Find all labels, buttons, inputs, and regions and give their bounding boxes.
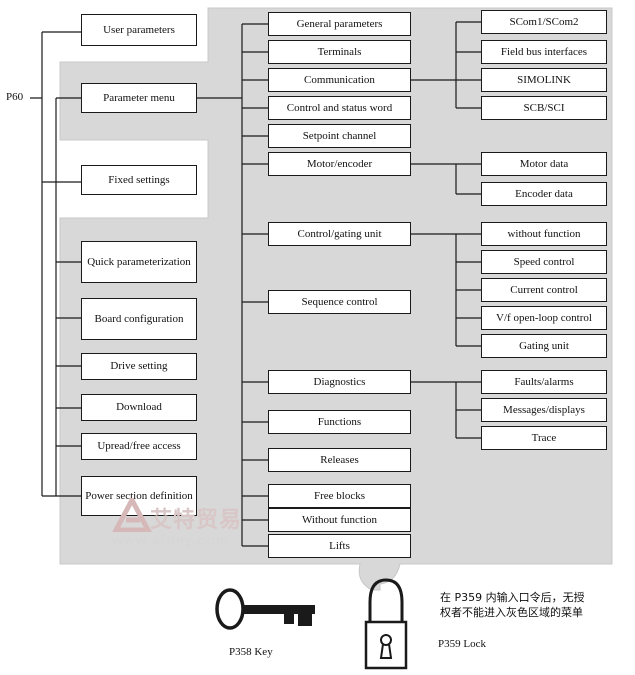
parameter-menu-box[interactable]: Parameter menu [81, 83, 197, 113]
vf-open-loop-control-box[interactable]: V/f open-loop control [481, 306, 607, 330]
terminals-box[interactable]: Terminals [268, 40, 411, 64]
releases-box[interactable]: Releases [268, 448, 411, 472]
motor-encoder-box[interactable]: Motor/encoder [268, 152, 411, 176]
lifts-box[interactable]: Lifts [268, 534, 411, 558]
watermark-url: www.aitmy.com [112, 532, 230, 548]
gating-unit-box[interactable]: Gating unit [481, 334, 607, 358]
simolink-box[interactable]: SIMOLINK [481, 68, 607, 92]
encoder-data-box[interactable]: Encoder data [481, 182, 607, 206]
watermark-logo-icon [112, 498, 152, 532]
scom-box[interactable]: SCom1/SCom2 [481, 10, 607, 34]
trace-box[interactable]: Trace [481, 426, 607, 450]
fixed-settings-box[interactable]: Fixed settings [81, 165, 197, 195]
without-function-box[interactable]: Without function [268, 508, 411, 532]
control-status-word-box[interactable]: Control and status word [268, 96, 411, 120]
speed-control-box[interactable]: Speed control [481, 250, 607, 274]
key-label: P358 Key [229, 646, 273, 658]
board-configuration-box[interactable]: Board configuration [81, 298, 197, 340]
quick-parameterization-box[interactable]: Quick parameterization [81, 241, 197, 283]
current-control-box[interactable]: Current control [481, 278, 607, 302]
lock-note: 在 P359 内输入口令后，无授权者不能进入灰色区域的菜单 [440, 591, 585, 619]
faults-alarms-box[interactable]: Faults/alarms [481, 370, 607, 394]
upread-free-access-box[interactable]: Upread/free access [81, 433, 197, 460]
sequence-control-box[interactable]: Sequence control [268, 290, 411, 314]
p60-label: P60 [6, 91, 24, 103]
download-box[interactable]: Download [81, 394, 197, 421]
key-icon [215, 588, 315, 630]
messages-displays-box[interactable]: Messages/displays [481, 398, 607, 422]
lock-icon [364, 578, 408, 670]
general-parameters-box[interactable]: General parameters [268, 12, 411, 36]
lock-label: P359 Lock [438, 638, 486, 650]
without-function-right-box[interactable]: without function [481, 222, 607, 246]
communication-box[interactable]: Communication [268, 68, 411, 92]
free-blocks-box[interactable]: Free blocks [268, 484, 411, 508]
setpoint-channel-box[interactable]: Setpoint channel [268, 124, 411, 148]
motor-data-box[interactable]: Motor data [481, 152, 607, 176]
drive-setting-box[interactable]: Drive setting [81, 353, 197, 380]
functions-box[interactable]: Functions [268, 410, 411, 434]
diagnostics-box[interactable]: Diagnostics [268, 370, 411, 394]
scb-sci-box[interactable]: SCB/SCI [481, 96, 607, 120]
user-parameters-box[interactable]: User parameters [81, 14, 197, 46]
watermark-brand: 艾特贸易 [150, 508, 243, 533]
control-gating-unit-box[interactable]: Control/gating unit [268, 222, 411, 246]
field-bus-interfaces-box[interactable]: Field bus interfaces [481, 40, 607, 64]
